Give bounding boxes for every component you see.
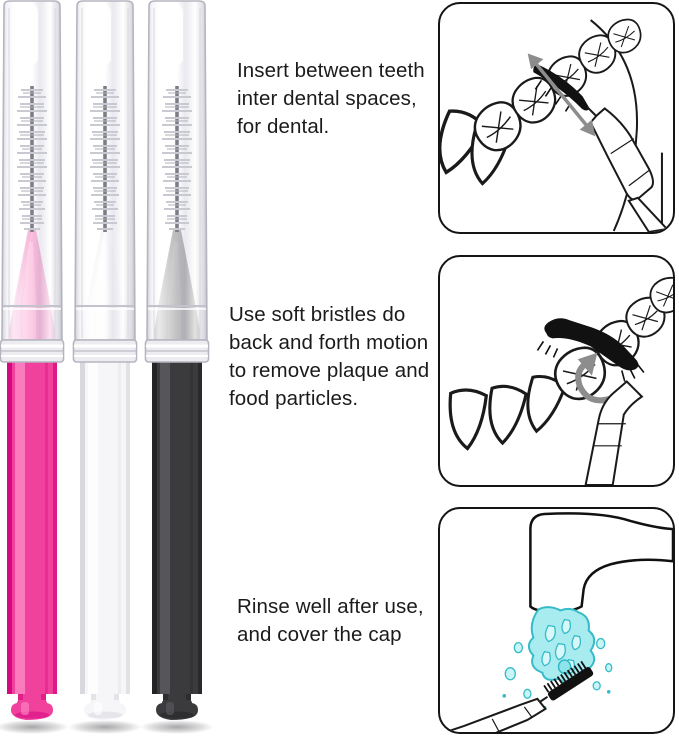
pink-interdental-brush	[0, 0, 69, 734]
brush-around-tooth	[536, 318, 645, 382]
instruction-line: food particles.	[229, 387, 359, 410]
brush-shadow	[68, 720, 142, 734]
brush-handle	[584, 380, 644, 485]
brush-handle-cone	[589, 107, 669, 232]
rinsed-brush	[442, 660, 594, 732]
panel-rinse-brush	[438, 507, 675, 734]
back-and-forth-motion-illustration	[447, 272, 673, 485]
interdental-brushes-photo	[0, 0, 214, 734]
instruction-line: to remove plaque and	[229, 359, 430, 382]
instruction-line: Use soft bristles do	[229, 303, 406, 326]
white-interdental-brush	[68, 0, 142, 734]
instruction-line: and cover the cap	[237, 623, 402, 646]
instruction-step-2: Use soft bristles do back and forth moti…	[229, 301, 441, 413]
panel-back-and-forth-motion	[438, 255, 675, 487]
instruction-line: inter dental spaces,	[237, 87, 417, 110]
rotation-arrow	[575, 352, 615, 404]
teeth-insertion-illustration	[440, 14, 669, 232]
instruction-line: Insert between teeth	[237, 59, 425, 82]
instruction-line: back and forth motion	[229, 331, 429, 354]
instruction-line: for dental.	[237, 115, 330, 138]
instruction-step-1: Insert between teeth inter dental spaces…	[237, 57, 437, 141]
black-interdental-brush	[140, 0, 214, 734]
instruction-line: Rinse well after use,	[237, 595, 424, 618]
faucet	[529, 512, 673, 614]
panel-insert-between-teeth	[438, 2, 675, 234]
brush-shadow	[0, 720, 69, 734]
brush-shadow	[140, 720, 214, 734]
instruction-step-3: Rinse well after use, and cover the cap	[237, 593, 445, 649]
rinse-under-faucet-illustration	[442, 512, 673, 732]
in-out-arrow	[527, 53, 596, 137]
